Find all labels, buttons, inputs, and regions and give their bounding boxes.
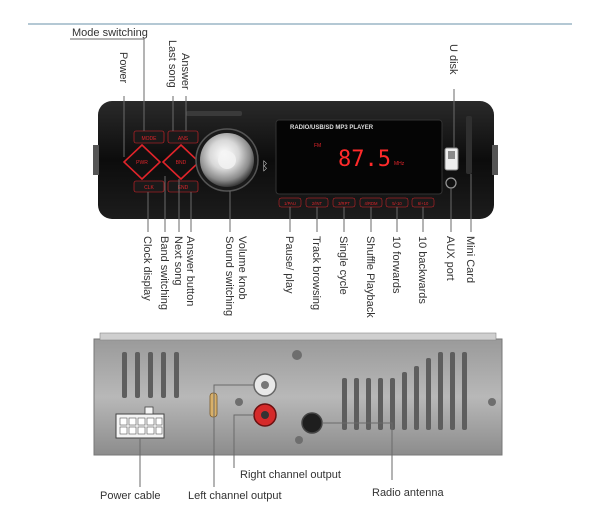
rear-chassis	[93, 332, 503, 456]
rear-vents-right	[342, 352, 467, 430]
screw-hole	[488, 398, 496, 406]
clock-button-label: CLK	[144, 185, 154, 191]
preset-button-4-label: 4/RDM	[364, 201, 378, 206]
front-labels: Mode switching Power Last song Answer U …	[72, 27, 476, 318]
band-button-label: BND	[176, 160, 187, 166]
rear-vents-left	[122, 352, 179, 398]
label-track-browsing: Track browsing	[310, 236, 322, 310]
usb-port-tongue	[448, 151, 455, 159]
label-band-switching: Band switching	[158, 236, 170, 310]
preset-buttons: 1/PAU 2/INT 3/RPT 4/RDM 5/-10 6/+10	[278, 197, 435, 208]
side-slot	[466, 116, 472, 174]
label-mode-switching: Mode switching	[72, 27, 148, 39]
label-clock-display: Clock display	[141, 236, 153, 301]
label-power: Power	[117, 52, 129, 84]
label-sound-switching: Sound switching	[223, 236, 235, 316]
label-answer-button: Answer button	[184, 236, 196, 306]
label-next-song: Next song	[172, 236, 184, 286]
antenna-socket[interactable]	[301, 412, 323, 434]
label-u-disk: U disk	[447, 44, 459, 75]
label-ten-forwards: 10 forwards	[390, 236, 402, 294]
answer-top-button-label: ANS	[178, 136, 189, 142]
preset-button-2-label: 2/INT	[312, 201, 323, 206]
volume-knob-center	[218, 151, 236, 169]
screw-hole	[295, 436, 303, 444]
preset-button-6-label: 6/+10	[418, 201, 429, 206]
clock-button[interactable]	[133, 180, 165, 193]
preset-button-3-label: 3/RPT	[338, 201, 350, 206]
rear-callouts	[139, 384, 393, 487]
band-button[interactable]	[161, 143, 201, 181]
label-radio-antenna: Radio antenna	[372, 487, 444, 499]
rear-labels: Power cable Left channel output Right ch…	[100, 469, 444, 502]
label-answer: Answer	[179, 53, 191, 90]
end-call-button[interactable]	[167, 180, 199, 193]
bluetooth-icon: ᛒ	[261, 159, 268, 173]
label-aux-port: AUX port	[444, 236, 456, 281]
answer-top-button[interactable]	[167, 130, 199, 144]
display-unit: MHz	[394, 161, 405, 167]
mode-button[interactable]	[133, 130, 165, 144]
card-slot-bar	[186, 111, 242, 116]
power-connector[interactable]	[115, 413, 165, 439]
preset-button-5-label: 5/-10	[392, 201, 402, 206]
display-band: FM	[314, 143, 321, 149]
label-mini-card: Mini Card	[464, 236, 476, 283]
front-callouts	[70, 38, 472, 232]
side-bracket-right	[492, 145, 498, 175]
label-pause-play: Pause/ play	[283, 236, 295, 294]
label-ten-backwards: 10 backwards	[416, 236, 428, 304]
front-panel: MODE ANS PWR BND CLK END ᛒ RADIO/USB/SD …	[93, 101, 498, 219]
rear-chassis-lip	[99, 332, 497, 341]
label-right-channel-output: Right channel output	[240, 469, 341, 481]
power-connector-pins	[119, 417, 163, 435]
end-call-button-label: END	[178, 185, 189, 191]
aux-port[interactable]	[445, 177, 457, 189]
display-header: RADIO/USB/SD MP3 PLAYER	[290, 125, 374, 131]
label-last-song: Last song	[166, 40, 178, 88]
display-screen	[275, 119, 443, 195]
screw-hole	[235, 398, 243, 406]
mode-button-label: MODE	[142, 136, 158, 142]
screw-hole	[292, 350, 302, 360]
preset-button-1-label: 1/PAU	[284, 201, 296, 206]
label-single-cycle: Single cycle	[337, 236, 349, 295]
label-left-channel-output: Left channel output	[188, 490, 282, 502]
power-button-label: PWR	[136, 160, 148, 166]
label-power-cable: Power cable	[100, 490, 161, 502]
label-volume-knob: Volume knob	[236, 236, 248, 300]
display-frequency: 87.5	[338, 147, 391, 172]
side-bracket-left	[93, 145, 99, 175]
power-button[interactable]	[122, 143, 162, 181]
label-shuffle-playback: Shuffle Playback	[364, 236, 376, 318]
